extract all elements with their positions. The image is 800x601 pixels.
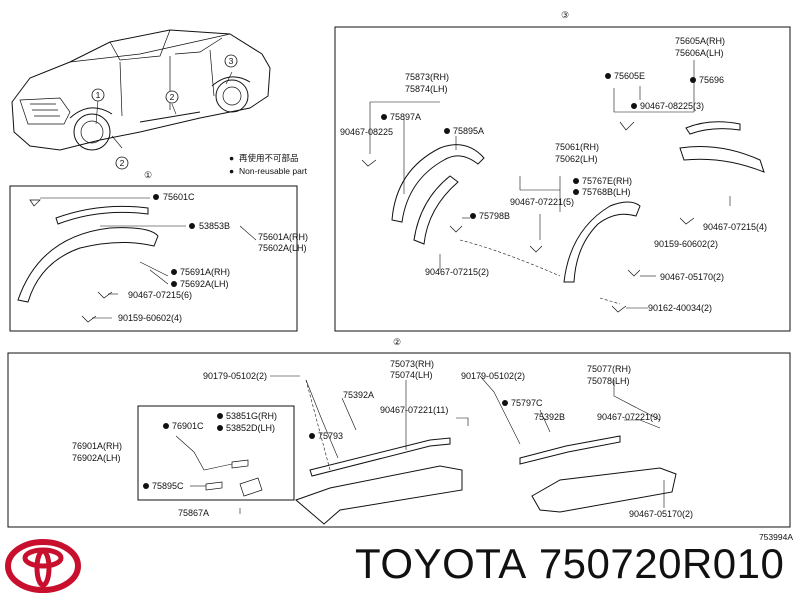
part-number: 750720R010 <box>538 540 785 587</box>
label-75078: 75078(LH) <box>587 376 630 386</box>
label-75895A: 75895A <box>453 126 484 136</box>
section-2-subbox <box>137 405 295 501</box>
label-76901C: 76901C <box>172 421 204 431</box>
label-75601A: 75601A(RH) <box>258 232 308 242</box>
label-90467-08225: 90467-08225 <box>340 127 393 137</box>
svg-text:2: 2 <box>120 158 125 168</box>
svg-text:3: 3 <box>229 56 234 66</box>
section-2-marker: ② <box>393 337 401 347</box>
label-76901A: 76901A(RH) <box>72 441 122 451</box>
label-90467-05170-2b: 90467-05170(2) <box>629 509 693 519</box>
label-90179-05102-a: 90179-05102(2) <box>203 371 267 381</box>
section-1-parts <box>17 197 257 323</box>
label-90467-07221-5: 90467-07221(5) <box>510 197 574 207</box>
label-75392A: 75392A <box>343 390 374 400</box>
label-75605E: 75605E <box>614 71 645 81</box>
label-90467-05170-2: 90467-05170(2) <box>660 272 724 282</box>
label-75073: 75073(RH) <box>390 359 434 369</box>
label-75873: 75873(RH) <box>405 72 449 82</box>
label-53852D: 53852D(LH) <box>226 423 275 433</box>
callout-2-overview-b: 2 <box>115 156 129 170</box>
label-75767E: 75767E(RH) <box>582 176 632 186</box>
label-75606A: 75606A(LH) <box>675 48 724 58</box>
section-3-parts <box>361 60 765 313</box>
legend-non-reusable-en: Non-reusable part <box>239 166 308 176</box>
label-90467-07215-6: 90467-07215(6) <box>128 290 192 300</box>
label-53853B: 53853B <box>199 221 230 231</box>
svg-text:2: 2 <box>170 92 175 102</box>
label-75605A: 75605A(RH) <box>675 36 725 46</box>
label-75895C: 75895C <box>152 481 184 491</box>
label-90159-60602-2: 90159-60602(2) <box>654 239 718 249</box>
toyota-logo <box>4 536 82 596</box>
section-2-parts <box>175 375 677 525</box>
legend-marker-jp: ● <box>229 153 234 163</box>
label-75074: 75074(LH) <box>390 370 433 380</box>
label-75077: 75077(RH) <box>587 364 631 374</box>
label-75062: 75062(LH) <box>555 154 598 164</box>
label-75797C: 75797C <box>511 398 543 408</box>
callout-3-overview: 3 <box>224 54 238 68</box>
legend-marker-en: ● <box>229 166 234 176</box>
label-90159-60602-4: 90159-60602(4) <box>118 313 182 323</box>
label-90467-07221-9: 90467-07221(9) <box>597 412 661 422</box>
label-75897A: 75897A <box>390 112 421 122</box>
label-75798B: 75798B <box>479 211 510 221</box>
label-75691A: 75691A(RH) <box>180 267 230 277</box>
label-90467-08225-3: 90467-08225(3) <box>640 101 704 111</box>
section-3-box <box>334 26 791 332</box>
brand-name: TOYOTA <box>355 540 527 587</box>
label-90467-07215-2: 90467-07215(2) <box>425 267 489 277</box>
label-75874: 75874(LH) <box>405 84 448 94</box>
label-90162-40034-2: 90162-40034(2) <box>648 303 712 313</box>
callout-1-overview: 1 <box>91 88 105 102</box>
label-75867A: 75867A <box>178 508 209 518</box>
callout-2-overview-a: 2 <box>165 90 179 104</box>
label-75061: 75061(RH) <box>555 142 599 152</box>
section-1-box <box>9 185 298 332</box>
label-75696: 75696 <box>699 75 724 85</box>
label-76902A: 76902A(LH) <box>72 453 121 463</box>
label-75392B: 75392B <box>534 412 565 422</box>
diagram-code: 753994A <box>759 532 793 542</box>
vehicle-overview <box>11 29 271 151</box>
label-90467-07221-11: 90467-07221(11) <box>380 405 448 415</box>
label-90467-07215-4: 90467-07215(4) <box>703 222 767 232</box>
label-75602A: 75602A(LH) <box>258 243 307 253</box>
label-75793: 75793 <box>318 431 343 441</box>
svg-text:1: 1 <box>96 90 101 100</box>
label-75601C: 75601C <box>163 192 195 202</box>
label-53851G: 53851G(RH) <box>226 411 277 421</box>
legend-non-reusable-jp: 再使用不可部品 <box>239 153 299 163</box>
label-75768B: 75768B(LH) <box>582 187 631 197</box>
section-2-box <box>7 352 791 528</box>
label-75692A: 75692A(LH) <box>180 279 229 289</box>
section-1-marker: ① <box>144 170 152 180</box>
section-3-marker: ③ <box>561 10 569 20</box>
label-90179-05102-b: 90179-05102(2) <box>461 371 525 381</box>
